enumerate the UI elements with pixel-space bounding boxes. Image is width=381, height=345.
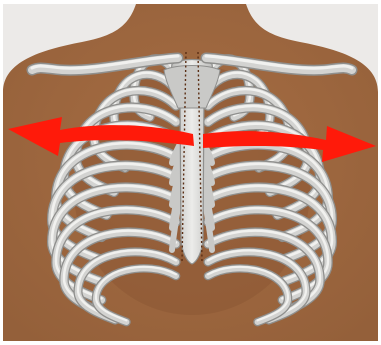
diagram-frame [0, 0, 381, 345]
rib-cage-expansion-diagram [0, 0, 381, 345]
